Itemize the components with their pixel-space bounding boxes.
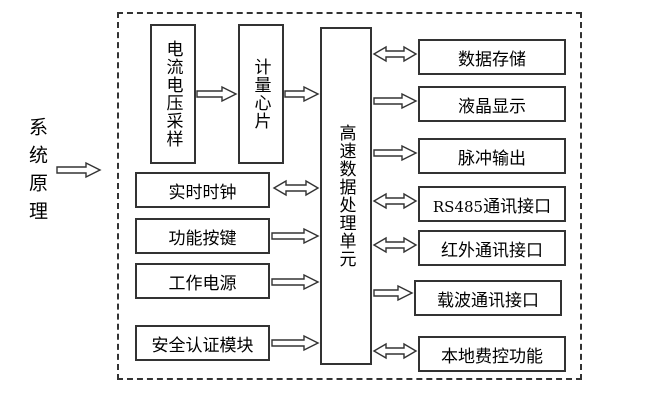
- node-infrared: 红外通讯接口: [418, 230, 566, 266]
- system-principle-label: 系统原理: [26, 117, 48, 229]
- arrow-keys-to-processor: [271, 227, 320, 245]
- arrow-processor-storage: [372, 45, 418, 63]
- node-rs485-label: RS485通讯接口: [433, 192, 551, 217]
- arrow-processor-to-carrier: [373, 284, 414, 302]
- node-carrier: 载波通讯接口: [414, 280, 562, 316]
- node-rtc: 实时时钟: [135, 172, 270, 208]
- node-processor: 高速数据处理单元: [320, 27, 372, 365]
- system-boundary: [117, 12, 582, 380]
- arrow-processor-rs485: [372, 192, 418, 210]
- rs485-prefix: RS485: [432, 197, 484, 216]
- node-rs485: RS485通讯接口: [418, 186, 566, 222]
- arrow-security-to-processor: [271, 334, 320, 352]
- arrow-processor-prepay: [372, 342, 418, 360]
- arrow-processor-infrared: [372, 236, 418, 254]
- node-keys: 功能按键: [135, 218, 270, 254]
- node-carrier-label: 载波通讯接口: [437, 290, 539, 311]
- arrow-sampling-to-chip: [196, 85, 238, 103]
- arrow-processor-to-pulse: [373, 144, 418, 162]
- node-metering-chip: 计量心片: [238, 24, 284, 164]
- node-power-label: 工作电源: [168, 273, 237, 294]
- node-infrared-label: 红外通讯接口: [441, 240, 543, 261]
- arrow-processor-to-lcd: [373, 92, 418, 110]
- node-pulse-label: 脉冲输出: [458, 148, 526, 169]
- node-pulse: 脉冲输出: [418, 138, 566, 174]
- node-prepay: 本地费控功能: [418, 336, 566, 372]
- node-security: 安全认证模块: [135, 325, 270, 361]
- node-lcd: 液晶显示: [418, 86, 566, 122]
- arrow-chip-to-processor: [284, 85, 320, 103]
- node-keys-label: 功能按键: [168, 228, 237, 249]
- node-power: 工作电源: [135, 263, 270, 299]
- node-lcd-label: 液晶显示: [458, 96, 526, 117]
- arrow-power-to-processor: [271, 273, 320, 291]
- arrow-input-to-system: [56, 161, 102, 179]
- node-sampling-label: 电流电压采样: [162, 40, 183, 148]
- rs485-suffix: 通讯接口: [483, 196, 552, 217]
- node-metering-chip-label: 计量心片: [250, 58, 271, 130]
- node-security-label: 安全认证模块: [151, 335, 254, 356]
- arrow-rtc-processor: [272, 179, 320, 197]
- node-storage-label: 数据存储: [458, 49, 526, 70]
- node-prepay-label: 本地费控功能: [441, 346, 543, 367]
- node-sampling: 电流电压采样: [150, 24, 196, 164]
- node-storage: 数据存储: [418, 39, 566, 75]
- node-rtc-label: 实时时钟: [168, 182, 237, 203]
- node-processor-label: 高速数据处理单元: [335, 124, 356, 268]
